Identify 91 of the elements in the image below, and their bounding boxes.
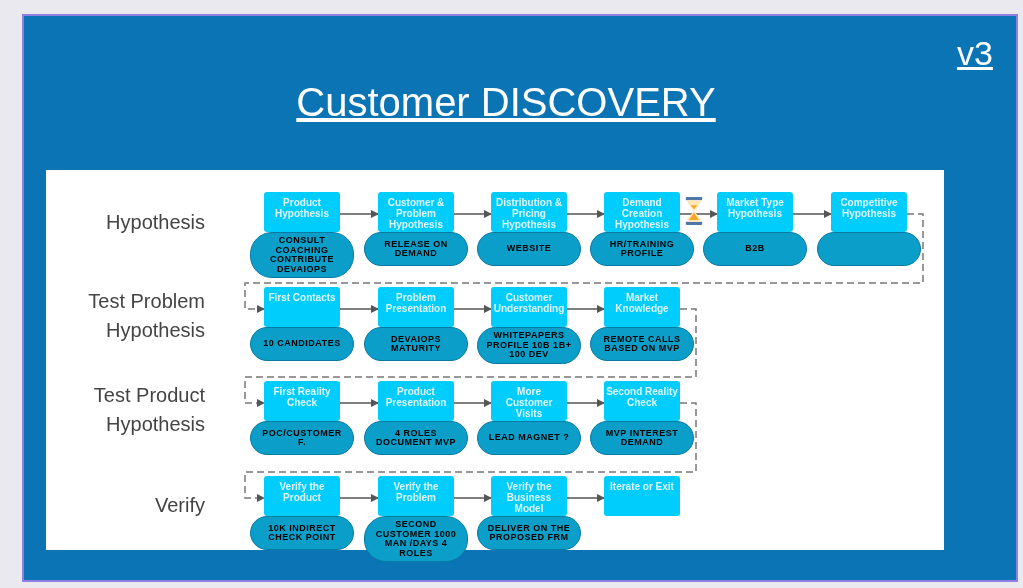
step-title: First Contacts (268, 292, 336, 303)
step-title: Competitive Hypothesis (839, 197, 899, 219)
step-box (604, 287, 680, 327)
note-pill (477, 327, 581, 364)
version-label: v3 (956, 33, 994, 74)
arrow (339, 494, 379, 502)
step-box (717, 192, 793, 232)
note-text: POC/CUSTOMER F. (261, 428, 343, 448)
note-pill (250, 327, 354, 361)
step-box (831, 192, 907, 232)
note-pill (477, 421, 581, 455)
note-pill (250, 516, 354, 550)
note-text: WEBSITE (506, 244, 552, 254)
arrow (453, 494, 492, 502)
note-text: DELIVER ON THE PROPOSED FRM (486, 523, 572, 543)
step-title: Customer & Problem Hypothesis (386, 197, 446, 230)
step-box (378, 192, 454, 232)
arrow (566, 210, 605, 218)
step-title: Market Type Hypothesis (725, 197, 785, 219)
title: Customer DISCOVERY (295, 79, 717, 126)
step-box (491, 476, 567, 516)
note-pill (590, 421, 694, 455)
note-pill (250, 232, 354, 278)
step-box (604, 476, 680, 516)
arrow (244, 308, 697, 407)
step-title: Iterate or Exit (610, 481, 674, 492)
note-text: LEAD MAGNET ? (488, 433, 570, 443)
step-title: Customer Understanding (493, 292, 565, 314)
step-title: Second Reality Check (606, 386, 678, 408)
step-box (378, 476, 454, 516)
step-title: Product Hypothesis (274, 197, 330, 219)
step-title: Verify the Product (278, 481, 326, 503)
step-box (491, 381, 567, 421)
note-pill (364, 232, 468, 266)
note-text: 10K INDIRECT CHECK POINT (267, 523, 337, 543)
step-title: Verify the Problem (392, 481, 440, 503)
note-text: REMOTE CALLS BASED ON MVP (602, 334, 682, 354)
arrow (453, 210, 492, 218)
note-pill (477, 232, 581, 266)
step-title: Demand Creation Hypothesis (614, 197, 670, 230)
arrow (244, 402, 697, 502)
note-text: WHITEPAPERS PROFILE 10B 1B+ 100 DEV (485, 331, 573, 360)
note-pill (364, 327, 468, 361)
arrow (566, 399, 605, 407)
note-text: 10 CANDIDATES (263, 339, 341, 349)
arrow (339, 399, 379, 407)
note-text: RELEASE ON DEMAND (383, 239, 449, 259)
row-label: Hypothesis (105, 210, 205, 235)
note-text: B2B (745, 244, 765, 254)
note-pill (477, 516, 581, 550)
note-pill (250, 421, 354, 455)
row-label: Test Product Hypothesis (92, 383, 205, 437)
note-text: HR/TRAINING PROFILE (608, 239, 676, 259)
arrow (679, 210, 718, 218)
step-title: Market Knowledge (614, 292, 670, 314)
note-pill (364, 421, 468, 455)
arrow (453, 305, 492, 313)
note-text: MVP INTEREST DEMAND (604, 428, 680, 448)
note-pill (364, 516, 468, 562)
note-pill (817, 232, 921, 266)
step-box (604, 381, 680, 421)
note-text: SECOND CUSTOMER 1000 MAN /DAYS 4 ROLES (374, 520, 458, 558)
arrow (339, 210, 379, 218)
note-pill (590, 232, 694, 266)
step-box (264, 192, 340, 232)
step-title: First Reality Check (272, 386, 332, 408)
row-label: Test Problem Hypothesis (87, 289, 205, 343)
step-title: Verify the Business Model (505, 481, 553, 514)
note-pill (590, 327, 694, 361)
step-box (378, 287, 454, 327)
step-title: Problem Presentation (384, 292, 448, 314)
step-box (491, 287, 567, 327)
arrow (339, 305, 379, 313)
step-title: More Customer Visits (504, 386, 554, 419)
arrow (244, 213, 924, 313)
step-title: Distribution & Pricing Hypothesis (494, 197, 564, 230)
arrow (792, 210, 832, 218)
note-pill (703, 232, 807, 266)
step-title: Product Presentation (384, 386, 448, 408)
step-box (604, 192, 680, 232)
arrow (566, 494, 605, 502)
step-box (264, 381, 340, 421)
step-box (378, 381, 454, 421)
arrow (566, 305, 605, 313)
arrow (453, 399, 492, 407)
note-text: DEVAIOPS MATURITY (390, 334, 442, 354)
note-text: CONSULT COACHING CONTRIBUTE DEVAIOPS (269, 236, 335, 274)
note-text: 4 ROLES DOCUMENT MVP (375, 428, 457, 448)
step-box (264, 476, 340, 516)
step-box (264, 287, 340, 327)
row-label: Verify (153, 493, 205, 518)
